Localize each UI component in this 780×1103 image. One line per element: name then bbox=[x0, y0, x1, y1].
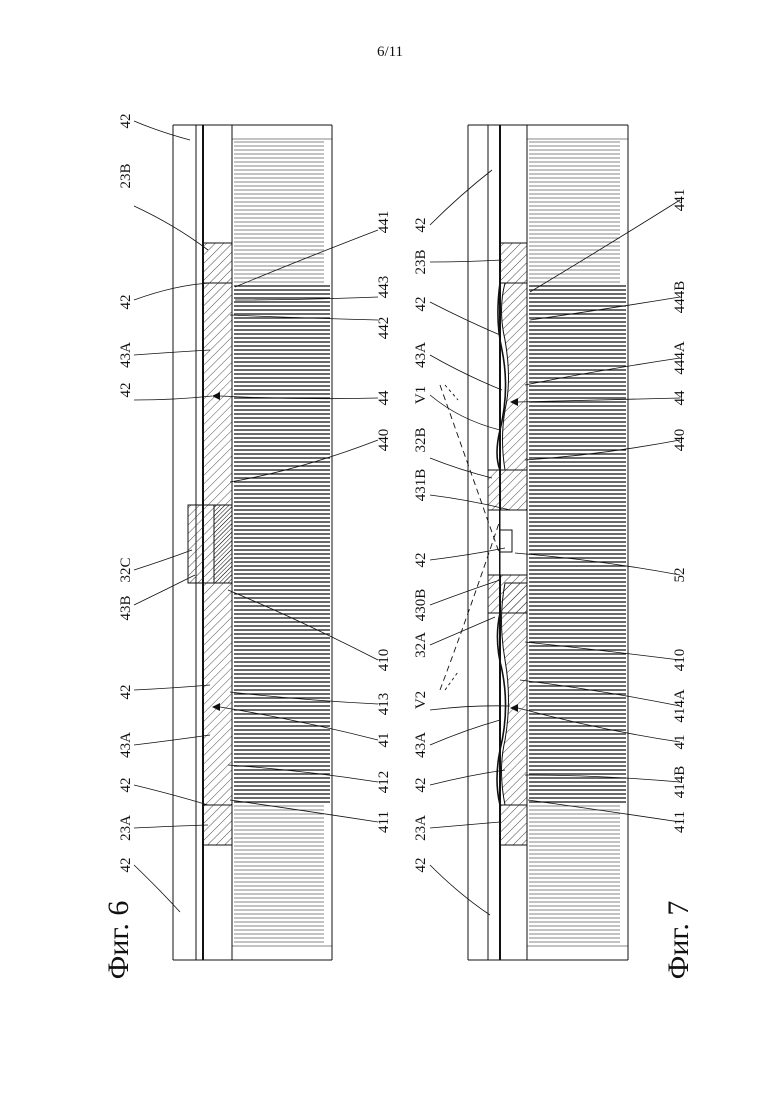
fig7-label-42-bottom: 42 bbox=[413, 858, 429, 873]
fig7-label-410: 410 bbox=[672, 649, 688, 672]
fig6-label-42-bottom: 42 bbox=[118, 858, 134, 873]
figure-7: 42 441 23B 42 444B 43A 444A V1 44 32B 44… bbox=[413, 125, 695, 979]
fig7-caption: Фиг. 7 bbox=[662, 901, 695, 980]
fig7-label-43a-top: 43A bbox=[413, 342, 429, 368]
fig7-labels: 42 441 23B 42 444B 43A 444A V1 44 32B 44… bbox=[413, 189, 695, 980]
fig6-needle-bed bbox=[234, 142, 330, 942]
fig6-label-42-c: 42 bbox=[118, 383, 134, 398]
fig7-label-41: 41 bbox=[672, 735, 688, 750]
fig7-label-441: 441 bbox=[672, 189, 688, 212]
fig6-label-42-top: 42 bbox=[118, 114, 134, 129]
fig6-label-41: 41 bbox=[376, 733, 392, 748]
fig6-label-42-b: 42 bbox=[118, 295, 134, 310]
fig6-label-440: 440 bbox=[376, 429, 392, 452]
fig7-needle-bed bbox=[529, 142, 626, 942]
fig6-label-413: 413 bbox=[376, 693, 392, 716]
fig6-label-42-e: 42 bbox=[118, 778, 134, 793]
fig6-label-43a-bottom: 43A bbox=[118, 732, 134, 758]
fig7-label-32b: 32B bbox=[413, 427, 429, 452]
fig6-label-42-d: 42 bbox=[118, 685, 134, 700]
fig7-label-23a: 23A bbox=[413, 815, 429, 841]
fig6-label-441: 441 bbox=[376, 211, 392, 234]
fig7-label-52: 52 bbox=[672, 568, 688, 583]
fig6-label-43b: 43B bbox=[118, 595, 134, 620]
fig6-label-412: 412 bbox=[376, 771, 392, 794]
fig7-label-v2: V2 bbox=[413, 691, 429, 709]
fig7-label-414a: 414A bbox=[672, 689, 688, 723]
fig6-label-32c: 32C bbox=[118, 557, 134, 582]
fig7-label-431b: 431B bbox=[413, 469, 429, 502]
fig7-label-32a: 32A bbox=[413, 632, 429, 658]
fig7-label-42-c: 42 bbox=[413, 553, 429, 568]
fig7-label-42-top: 42 bbox=[413, 218, 429, 233]
fig6-label-44: 44 bbox=[376, 390, 392, 406]
fig7-label-44: 44 bbox=[672, 390, 688, 406]
fig7-label-42-b: 42 bbox=[413, 297, 429, 312]
fig7-label-42-d: 42 bbox=[413, 778, 429, 793]
fig7-label-444a: 444A bbox=[672, 341, 688, 375]
fig7-label-411: 411 bbox=[672, 811, 688, 833]
fig6-caption: Фиг. 6 bbox=[102, 901, 135, 980]
fig6-label-23b: 23B bbox=[118, 163, 134, 188]
fig7-label-v1: V1 bbox=[413, 386, 429, 404]
fig7-label-430b: 430B bbox=[413, 589, 429, 622]
fig6-label-442: 442 bbox=[376, 317, 392, 340]
fig6-label-43a-top: 43A bbox=[118, 342, 134, 368]
fig7-label-440: 440 bbox=[672, 429, 688, 452]
fig7-label-23b: 23B bbox=[413, 249, 429, 274]
figure-6: 42 23B 441 42 443 442 43A 42 44 440 32C … bbox=[102, 114, 392, 980]
fig7-label-43a-bottom: 43A bbox=[413, 732, 429, 758]
fig6-label-443: 443 bbox=[376, 276, 392, 299]
fig7-label-414b: 414B bbox=[672, 766, 688, 799]
fig6-label-410: 410 bbox=[376, 649, 392, 672]
fig6-label-411: 411 bbox=[376, 811, 392, 833]
fig6-label-23a: 23A bbox=[118, 815, 134, 841]
fig7-label-444b: 444B bbox=[672, 281, 688, 314]
